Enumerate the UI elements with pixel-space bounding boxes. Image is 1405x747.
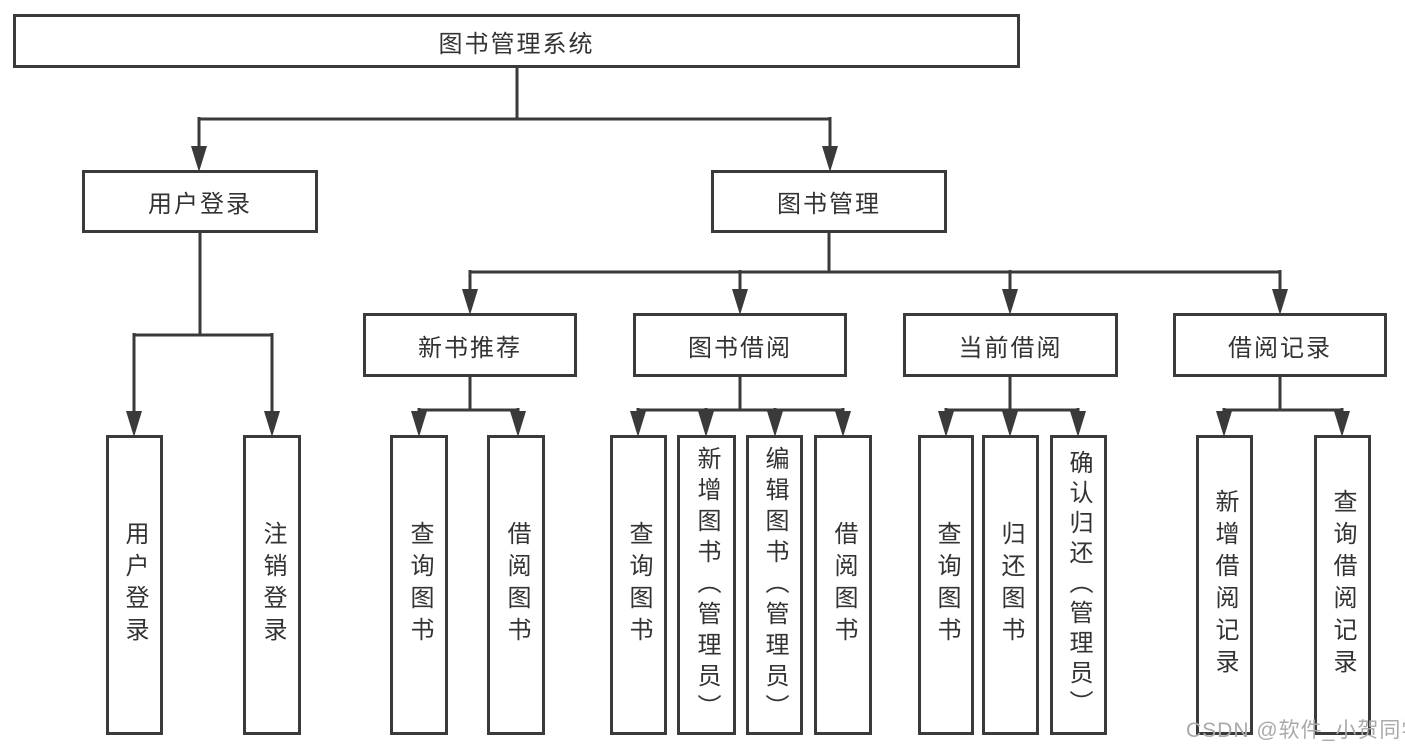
- leaf-user-login: 用户登录: [106, 435, 163, 735]
- node-root: 图书管理系统: [13, 14, 1020, 68]
- leaf-query-borrow-record: 查询借阅记录: [1314, 435, 1371, 735]
- leaf-query-book-borrow: 查询图书: [610, 435, 667, 735]
- leaf-edit-book-admin: 编辑图书（管理员）: [746, 435, 803, 735]
- leaf-add-book-admin: 新增图书（管理员）: [677, 435, 736, 735]
- connector-book-borrow-to-leaves: [636, 375, 845, 418]
- watermark-text: CSDN @软件_小贺同学: [1186, 719, 1405, 742]
- connector-borrow-records-to-leaves: [1222, 375, 1344, 418]
- node-book-borrow: 图书借阅: [633, 313, 847, 377]
- leaf-confirm-return-admin: 确认归还（管理员）: [1050, 435, 1107, 735]
- connector-root-to-level2: [197, 66, 832, 150]
- node-current-borrow: 当前借阅: [903, 313, 1118, 377]
- node-user-login-branch: 用户登录: [82, 170, 318, 233]
- leaf-return-book: 归还图书: [982, 435, 1039, 735]
- node-borrow-records: 借阅记录: [1173, 313, 1387, 377]
- leaf-query-book-newrec: 查询图书: [390, 435, 448, 735]
- leaf-logout-login: 注销登录: [243, 435, 301, 735]
- connector-new-book-to-leaves: [417, 375, 520, 418]
- connector-book-management-to-sections: [468, 231, 1282, 295]
- connector-current-borrow-to-leaves: [944, 375, 1080, 418]
- leaf-borrow-book-borrow: 借阅图书: [814, 435, 872, 735]
- leaf-borrow-book-newrec: 借阅图书: [487, 435, 545, 735]
- leaf-add-borrow-record: 新增借阅记录: [1196, 435, 1253, 735]
- node-new-book-recommend: 新书推荐: [363, 313, 577, 377]
- connector-user-login-to-leaves: [132, 231, 274, 417]
- leaf-query-book-current: 查询图书: [918, 435, 974, 735]
- node-book-management: 图书管理: [711, 170, 947, 233]
